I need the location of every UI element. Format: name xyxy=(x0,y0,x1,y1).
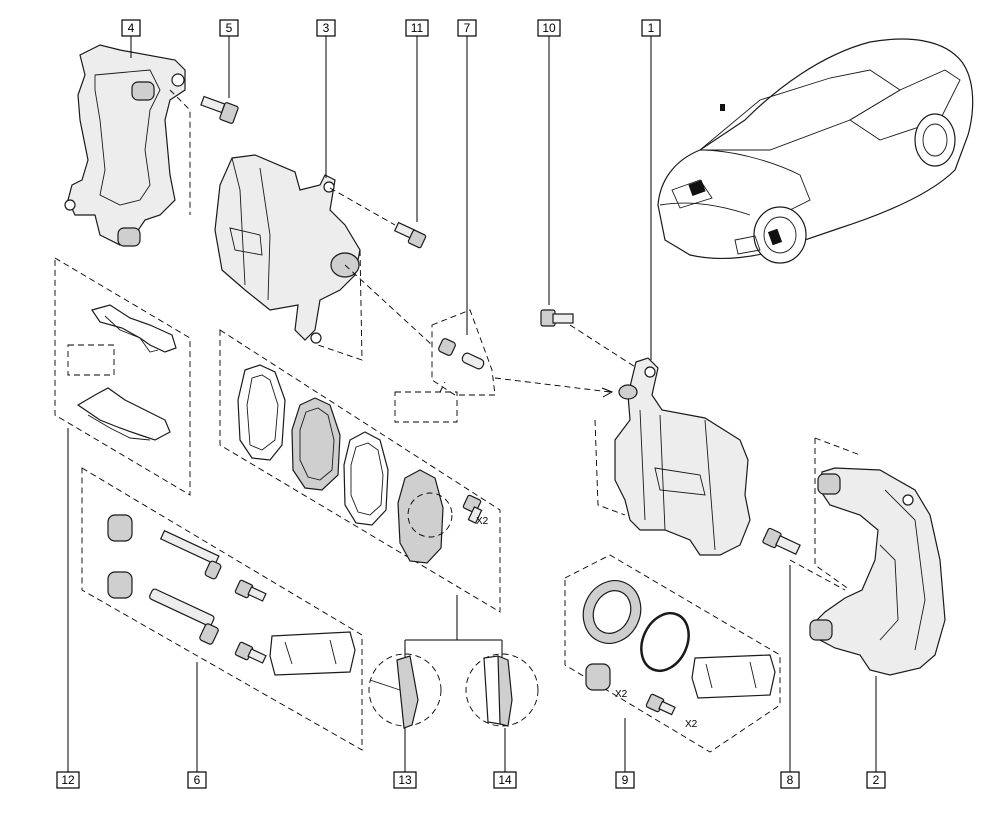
callout-6-text: 6 xyxy=(194,773,201,787)
callout-5-text: 5 xyxy=(226,21,233,35)
callout-12-text: 12 xyxy=(61,773,75,787)
callout-2: 2 xyxy=(866,771,886,789)
caliper-bolt-quantity: X2 xyxy=(685,719,698,730)
guide-pin-kit xyxy=(81,467,363,751)
brake-carrier-right xyxy=(789,437,946,676)
callout-7: 7 xyxy=(457,19,477,37)
callout-8-text: 8 xyxy=(787,773,794,787)
callout-14-text: 14 xyxy=(498,773,512,787)
callout-4-text: 4 xyxy=(128,21,135,35)
callout-10-text: 10 xyxy=(542,21,556,35)
callout-1-text: 1 xyxy=(648,21,655,35)
caliper-seal-quantity: X2 xyxy=(615,689,628,700)
callout-9-text: 9 xyxy=(622,773,629,787)
callout-6: 6 xyxy=(187,771,207,789)
callout-11: 11 xyxy=(405,19,429,37)
pad-spring-kit xyxy=(54,257,191,496)
caliper-bolt-10 xyxy=(540,309,641,371)
callout-1: 1 xyxy=(641,19,661,37)
leader-lines xyxy=(67,36,877,772)
callout-4: 4 xyxy=(121,19,141,37)
callout-8: 8 xyxy=(780,771,800,789)
callout-13: 13 xyxy=(393,771,417,789)
car-illustration xyxy=(657,38,974,264)
callout-2-text: 2 xyxy=(873,773,880,787)
callout-7-text: 7 xyxy=(464,21,471,35)
callout-3-text: 3 xyxy=(323,21,330,35)
piston-seal-kit: X2 X2 xyxy=(564,554,781,753)
carrier-bolt-8 xyxy=(762,527,801,555)
callout-10: 10 xyxy=(537,19,561,37)
callout-14: 14 xyxy=(493,771,517,789)
callout-9: 9 xyxy=(615,771,635,789)
callout-12: 12 xyxy=(56,771,80,789)
carrier-bolt-top xyxy=(200,95,239,124)
callout-13-text: 13 xyxy=(398,773,412,787)
pad-bolt-quantity: X2 xyxy=(476,516,489,527)
bleed-screw-kit xyxy=(344,264,614,423)
brake-caliper-top xyxy=(214,154,396,361)
brake-caliper-main xyxy=(594,357,751,556)
pad-detail-views xyxy=(368,595,539,729)
brake-pad-set: X2 xyxy=(219,329,501,613)
brake-carrier-left xyxy=(64,44,191,247)
callout-3: 3 xyxy=(316,19,336,37)
caliper-bolt-11 xyxy=(393,221,427,249)
callout-5: 5 xyxy=(219,19,239,37)
callout-11-text: 11 xyxy=(411,21,424,35)
